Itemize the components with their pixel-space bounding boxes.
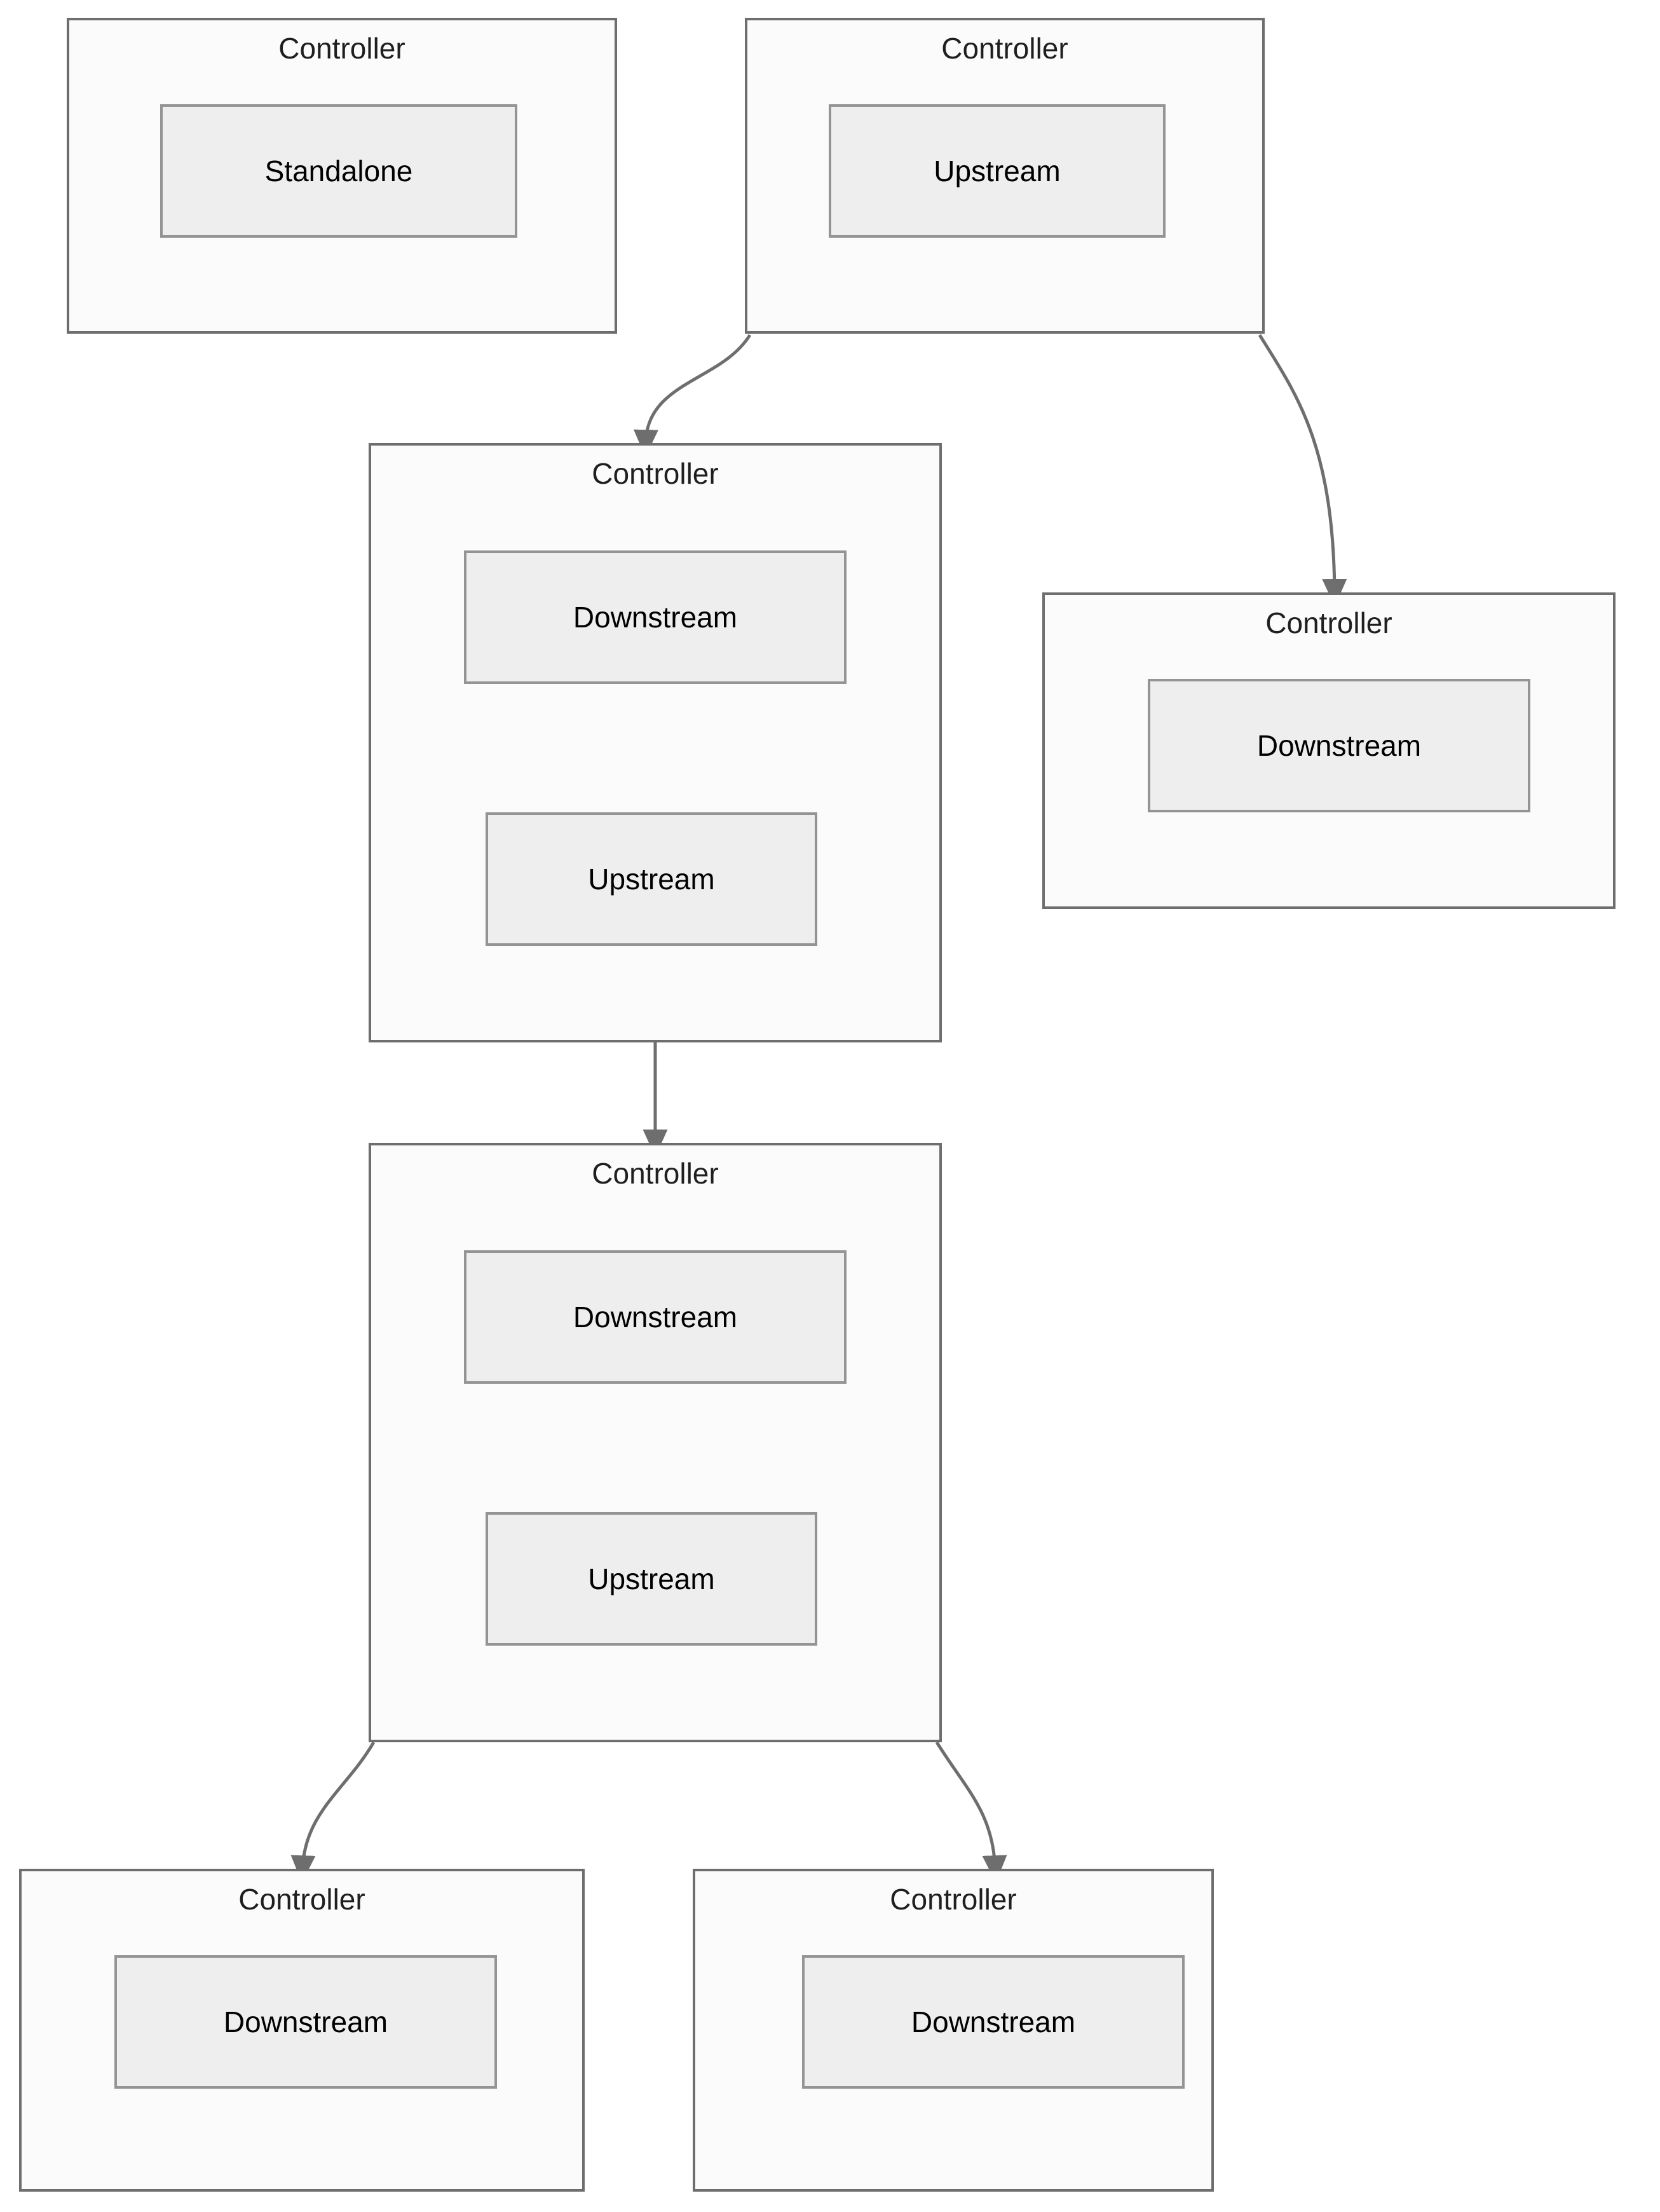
connector-arrow bbox=[290, 1741, 376, 1883]
role-label: Downstream bbox=[573, 1301, 738, 1334]
controller-title: Controller bbox=[592, 457, 719, 490]
controller-title: Controller bbox=[941, 32, 1068, 65]
connector-arrow bbox=[633, 334, 752, 457]
controller-title: Controller bbox=[890, 1883, 1017, 1916]
controller-title: Controller bbox=[1265, 606, 1392, 639]
connector-arrow bbox=[1258, 334, 1347, 606]
role-box[interactable]: Downstream bbox=[464, 1250, 847, 1384]
role-box[interactable]: Upstream bbox=[486, 1512, 817, 1646]
role-label: Downstream bbox=[223, 2005, 388, 2038]
role-box[interactable]: Downstream bbox=[114, 1955, 497, 2089]
role-box[interactable]: Standalone bbox=[160, 104, 517, 238]
connector-arrow bbox=[935, 1741, 1007, 1883]
role-box[interactable]: Downstream bbox=[802, 1955, 1185, 2089]
role-label: Downstream bbox=[573, 601, 738, 634]
role-box[interactable]: Upstream bbox=[829, 104, 1166, 238]
role-label: Upstream bbox=[934, 154, 1061, 188]
role-box[interactable]: Downstream bbox=[464, 550, 847, 684]
controller-title: Controller bbox=[278, 32, 405, 65]
role-label: Standalone bbox=[264, 154, 413, 188]
role-label: Upstream bbox=[588, 863, 715, 896]
role-box[interactable]: Upstream bbox=[486, 812, 817, 946]
role-label: Downstream bbox=[911, 2005, 1076, 2038]
role-box[interactable]: Downstream bbox=[1148, 679, 1530, 812]
controller-title: Controller bbox=[592, 1157, 719, 1190]
controller-title: Controller bbox=[238, 1883, 365, 1916]
role-label: Downstream bbox=[1256, 729, 1422, 762]
role-label: Upstream bbox=[588, 1562, 715, 1595]
